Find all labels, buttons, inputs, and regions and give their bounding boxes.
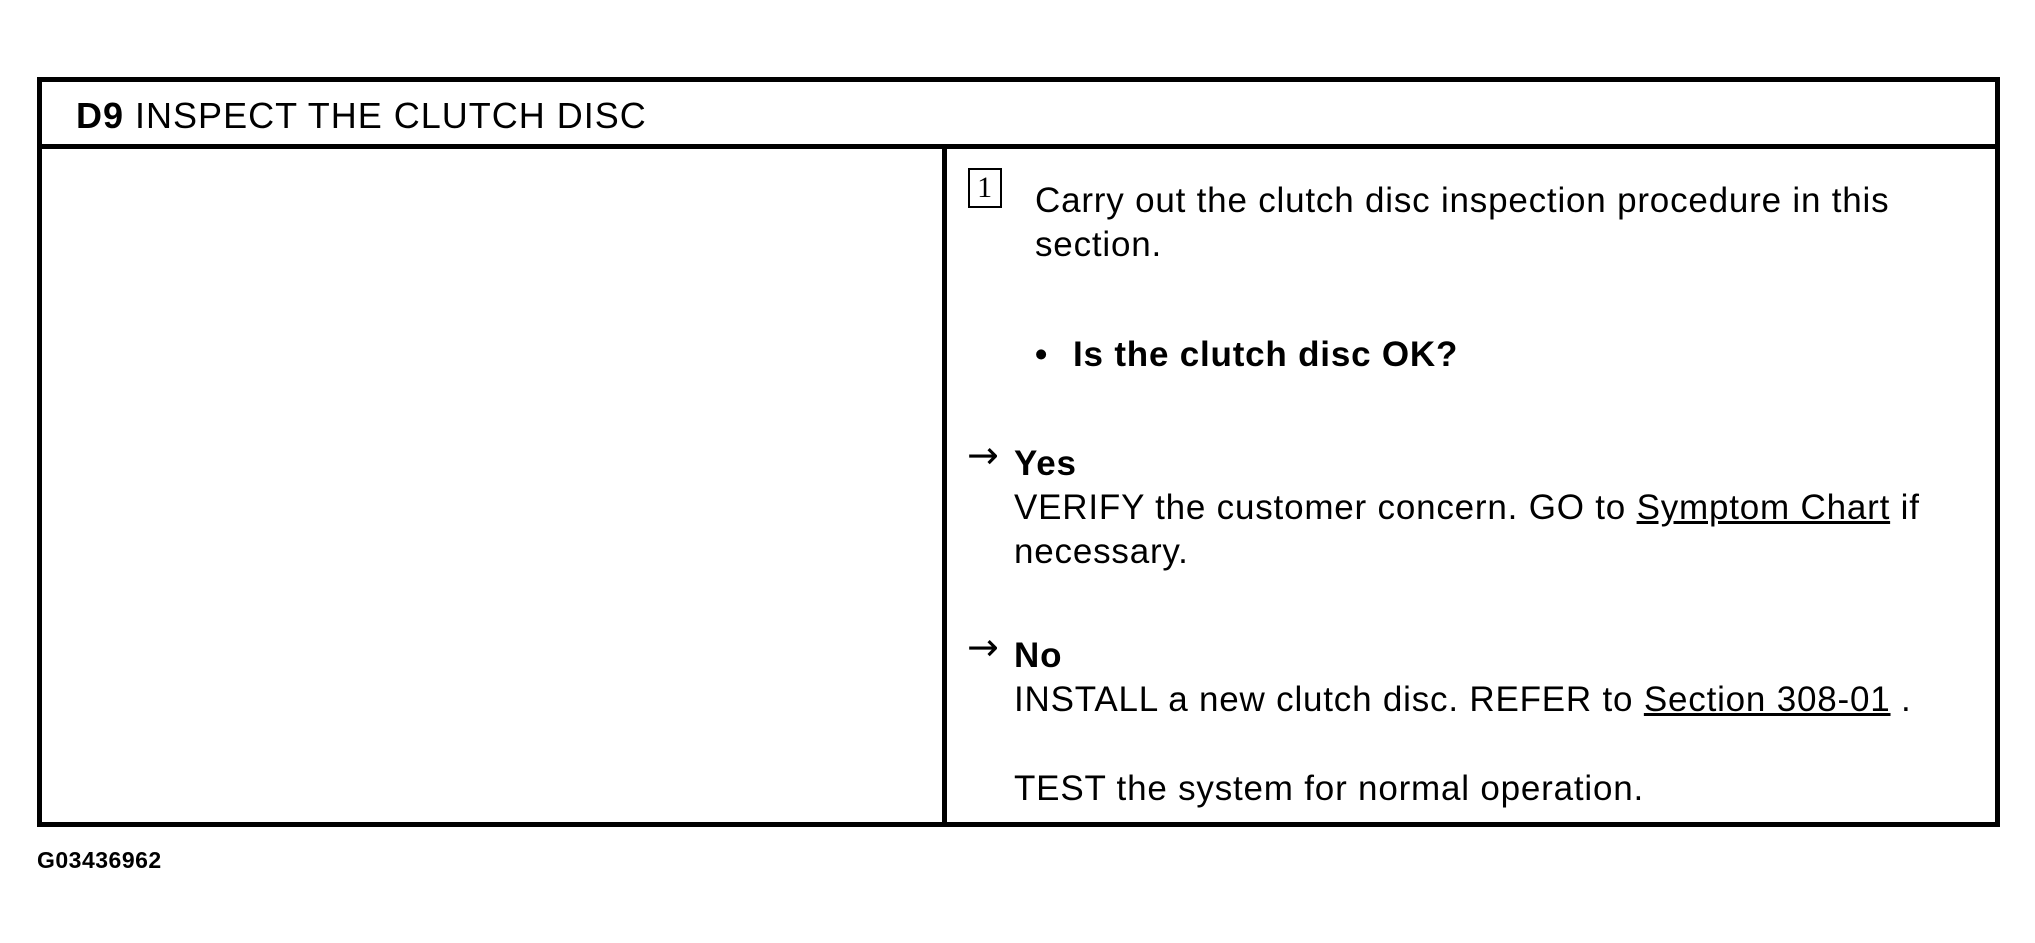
answer-yes-text: VERIFY the customer concern. GO to Sympt… — [1014, 486, 2014, 574]
bullet-icon: • — [1035, 335, 1049, 374]
arrow-right-icon: → — [967, 433, 1000, 477]
step-title: D9 INSPECT THE CLUTCH DISC — [76, 95, 647, 137]
symptom-chart-link[interactable]: Symptom Chart — [1636, 488, 1891, 527]
step-instruction: Carry out the clutch disc inspection pro… — [1035, 181, 1890, 264]
step-number-box: 1 — [968, 168, 1002, 208]
step-code: D9 — [76, 95, 125, 136]
illustration-cell — [42, 149, 942, 822]
step-title-text: INSPECT THE CLUTCH DISC — [135, 95, 647, 136]
step-header: D9 INSPECT THE CLUTCH DISC — [42, 82, 1995, 149]
answer-yes-label: Yes — [1014, 444, 1077, 483]
section-308-01-link[interactable]: Section 308-01 — [1643, 680, 1891, 719]
answer-yes-text-before: VERIFY the customer concern. GO to — [1014, 488, 1637, 527]
answer-no-test-text: TEST the system for normal operation. — [1014, 769, 1645, 808]
answer-no-text-after: . — [1890, 680, 1912, 719]
arrow-right-icon: → — [967, 625, 1000, 669]
column-divider — [942, 149, 947, 822]
answer-no-text: INSTALL a new clutch disc. REFER to Sect… — [1014, 678, 2014, 722]
instruction-cell: 1 Carry out the clutch disc inspection p… — [947, 149, 1995, 822]
answer-yes-text-after: if necessary. — [1014, 488, 1920, 571]
answer-no-label: No — [1014, 636, 1063, 675]
answer-no-text-before: INSTALL a new clutch disc. REFER to — [1014, 680, 1644, 719]
question-text: Is the clutch disc OK? — [1073, 335, 1459, 374]
figure-id: G03436962 — [37, 847, 162, 873]
step-question: • Is the clutch disc OK? — [1035, 333, 1458, 377]
diagnostic-step-table: D9 INSPECT THE CLUTCH DISC 1 Carry out t… — [37, 77, 2000, 827]
